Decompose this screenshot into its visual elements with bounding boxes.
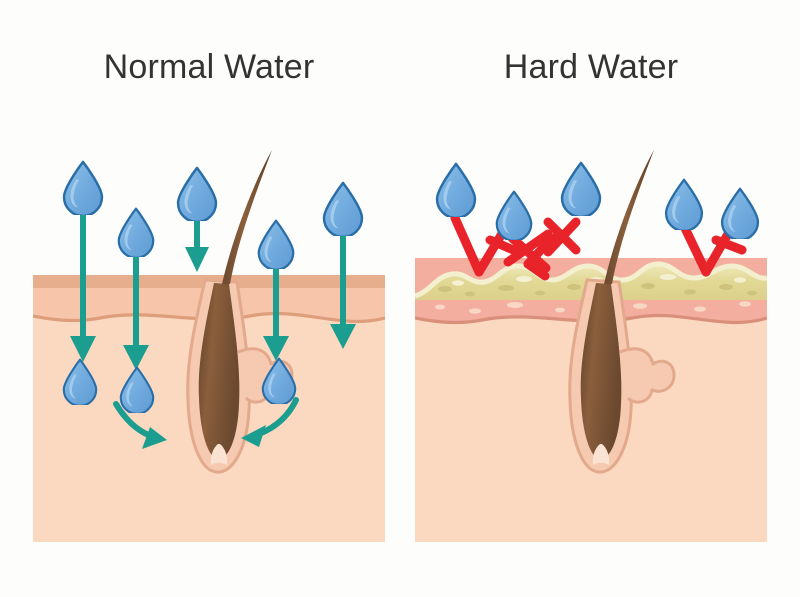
bounce-arrow-1-in bbox=[450, 213, 484, 277]
water-droplet bbox=[117, 207, 155, 257]
arrow-head-4 bbox=[263, 336, 289, 361]
epidermis-flecks-hard bbox=[435, 301, 751, 314]
panel-normal-water bbox=[33, 150, 385, 542]
dermal-papilla-hard bbox=[592, 444, 610, 465]
water-droplet bbox=[720, 187, 760, 239]
bounce-arrow-1-out bbox=[474, 227, 508, 277]
crust-specks bbox=[438, 283, 757, 297]
hair-shaft-normal bbox=[222, 150, 272, 284]
hair-shaft-hard bbox=[604, 150, 654, 284]
arrow-head-1 bbox=[70, 336, 96, 362]
blocked-arrows-hard bbox=[450, 213, 747, 281]
water-droplet bbox=[664, 178, 704, 230]
water-droplet bbox=[560, 161, 602, 216]
panel-title-hard-water: Hard Water bbox=[503, 48, 679, 86]
water-droplet bbox=[495, 190, 533, 240]
arrow-head-3 bbox=[185, 247, 209, 272]
hair-bulb-normal bbox=[198, 283, 240, 460]
x-mark-3-stroke-b bbox=[543, 217, 581, 257]
water-droplet bbox=[435, 162, 477, 217]
bounce-arrow-3-head bbox=[711, 235, 747, 255]
arrow-head-2 bbox=[123, 345, 149, 370]
bounce-arrow-3-in bbox=[679, 221, 711, 277]
curved-arrow-left-head bbox=[142, 427, 167, 449]
water-droplet bbox=[257, 219, 295, 269]
arrow-head-5 bbox=[330, 324, 356, 349]
panel-hard-water bbox=[415, 150, 767, 542]
water-droplet bbox=[176, 166, 218, 221]
hair-follicle-hard bbox=[568, 150, 676, 474]
bounce-arrow-2-out bbox=[523, 259, 550, 281]
hair-bulb-hard bbox=[580, 283, 622, 460]
droplet-stems-normal bbox=[80, 213, 346, 279]
bounce-arrow-1-head bbox=[485, 235, 523, 257]
curved-arrow-right-head bbox=[241, 425, 266, 447]
follicle-absorption-arrows-normal bbox=[113, 397, 299, 449]
sebaceous-gland-hard bbox=[619, 347, 676, 404]
x-mark-2-stroke-b bbox=[507, 233, 551, 273]
water-droplet bbox=[62, 160, 104, 215]
water-droplet bbox=[322, 181, 364, 236]
panel-title-normal-water: Normal Water bbox=[103, 48, 315, 86]
dermal-papilla-normal bbox=[210, 444, 228, 465]
